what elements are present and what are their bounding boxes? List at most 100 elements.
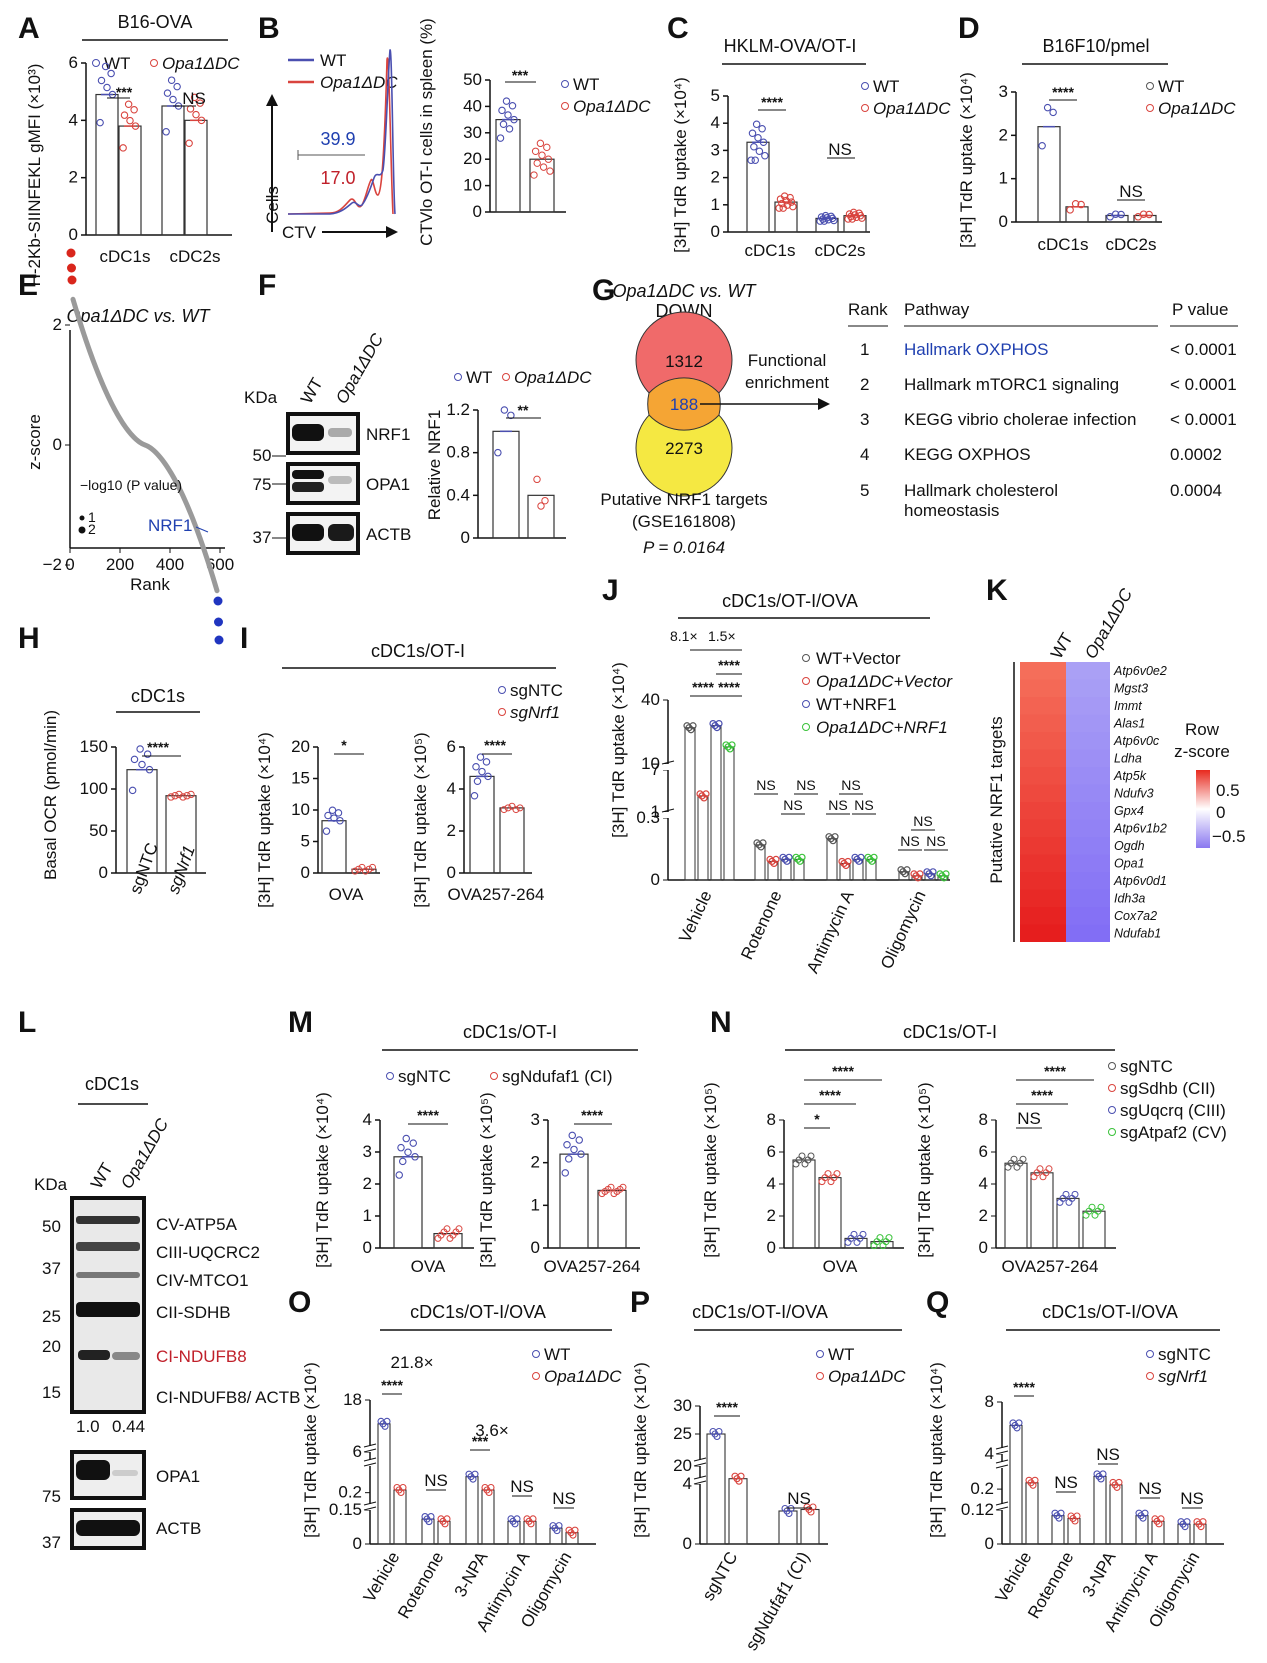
panel-j-ns: NS	[828, 797, 847, 813]
panel-label-f: F	[258, 269, 276, 302]
panel-q-point	[1183, 1518, 1191, 1526]
panel-m-sig-2: ****	[581, 1107, 603, 1123]
panel-i-pep-point	[508, 802, 516, 810]
panel-i-pep-point	[472, 762, 480, 771]
panel-g-row-p: < 0.0001	[1170, 410, 1237, 429]
panel-a-point	[173, 82, 181, 91]
panel-j-bar	[697, 795, 709, 881]
panel-l-marker-7: 37	[42, 1533, 61, 1552]
panel-j-point	[726, 745, 734, 753]
panel-i-sig-1: *	[341, 737, 347, 753]
panel-c-point	[752, 120, 761, 129]
panel-f-band-actb: ACTB	[366, 525, 411, 544]
panel-q-ytick: 0.12	[961, 1500, 994, 1519]
panel-m-legend-2: sgNdufaf1 (CI)	[502, 1067, 613, 1086]
panel-n-pep-point	[1019, 1155, 1027, 1163]
panel-q-point	[1157, 1515, 1165, 1523]
panel-label-i: I	[240, 622, 248, 655]
panel-b-point	[496, 134, 505, 142]
panel-n-pep-point	[1097, 1203, 1105, 1211]
panel-n-sig: ****	[1031, 1087, 1053, 1103]
panel-q-point	[1015, 1419, 1023, 1427]
panel-q-legend-1: sgNTC	[1158, 1345, 1211, 1364]
panel-j-point	[781, 855, 789, 863]
panel-a-point	[196, 99, 204, 107]
panel-k-scale-tick-2: 0	[1216, 803, 1225, 822]
panel-l-marker-1: 50	[42, 1217, 61, 1236]
panel-h-point	[143, 750, 152, 758]
panel-k-cell-wt	[1020, 697, 1066, 715]
panel-e-curve	[70, 296, 220, 594]
panel-k-gene: Cox7a2	[1114, 909, 1157, 923]
panel-m-pep-ytick: 2	[531, 1153, 540, 1172]
panel-n-pep-point	[1088, 1203, 1096, 1211]
panel-o-point	[513, 1515, 521, 1523]
panel-n-ova-ytick: 4	[767, 1174, 776, 1193]
panel-d-ytick: 0	[999, 212, 1008, 231]
panel-c-point	[750, 142, 758, 151]
panel-q-point	[1073, 1512, 1081, 1520]
panel-o-fold-1: 21.8×	[390, 1353, 433, 1372]
panel-j-ytick: 40	[641, 690, 660, 709]
panel-g-row-pathway: Hallmark cholesterol	[904, 481, 1058, 500]
panel-p-title: cDC1s/OT-I/OVA	[692, 1302, 828, 1322]
panel-b-bar	[495, 118, 521, 213]
panel-j-point	[853, 855, 861, 863]
panel-j-point	[711, 721, 719, 730]
panel-j-point	[796, 857, 804, 865]
panel-o-fold-2: 3.6×	[475, 1421, 509, 1440]
panel-a-point	[96, 118, 104, 127]
panel-i-pep-point	[512, 806, 520, 814]
panel-c-point	[824, 216, 833, 224]
panel-b-point	[543, 143, 551, 152]
panel-a-point	[119, 144, 127, 152]
panel-p-ytick: 30	[673, 1396, 692, 1415]
panel-c-point	[848, 215, 856, 223]
panel-k-scale-title-2: z-score	[1174, 742, 1230, 761]
panel-m-pep-ytick: 3	[531, 1110, 540, 1129]
panel-a-bar	[184, 119, 208, 236]
panel-j-ytick: 1	[651, 802, 660, 821]
panel-g: G Opa1ΔDC vs. WT DOWN 1312 188 2273 Func…	[592, 274, 1238, 557]
panel-k-gene: Ldha	[1114, 752, 1142, 766]
panel-label-p: P	[630, 1286, 650, 1319]
panel-b-point	[539, 163, 548, 171]
panel-label-m: M	[288, 1006, 313, 1039]
panel-f-ytick: 0.4	[446, 485, 470, 504]
panel-n-ova-ytick: 8	[767, 1110, 776, 1129]
panel-j-bar	[793, 858, 805, 881]
panel-c-point	[755, 147, 764, 155]
panel-j-bar	[826, 838, 838, 881]
panel-h-point	[175, 790, 183, 799]
panel-j-point	[912, 872, 920, 880]
panel-k-gene: Ndufab1	[1114, 927, 1161, 941]
panel-a-point	[126, 116, 134, 125]
panel-j-point	[870, 853, 878, 861]
panel-o-ytick: 0.2	[338, 1483, 362, 1502]
panel-i-ova-point	[365, 865, 373, 873]
panel-n-ova-point	[792, 1160, 800, 1168]
panel-d-sig-2: NS	[1119, 182, 1143, 201]
panel-l-band-2: CIII-UQCRC2	[156, 1243, 260, 1262]
panel-j-fold-2: 1.5×	[708, 628, 736, 644]
panel-n-ova-point	[824, 1170, 832, 1178]
panel-l-kda: KDa	[34, 1175, 68, 1194]
panel-n-ova-point	[827, 1178, 835, 1186]
panel-m-ova-point	[443, 1225, 451, 1233]
panel-n-pep-point	[1004, 1163, 1012, 1171]
panel-i-ylabel-2: [3H] TdR uptake (×10⁵)	[411, 732, 430, 907]
panel-m-ova-ytick: 0	[363, 1238, 372, 1257]
panel-k-cell-wt	[1020, 732, 1066, 750]
panel-h-point	[179, 793, 187, 801]
panel-o-ytick: 6	[353, 1442, 362, 1461]
panel-d-group-2: cDC2s	[1105, 235, 1156, 254]
panel-m-ova-point	[402, 1134, 410, 1143]
panel-i-pep-point	[484, 772, 492, 781]
panel-m-pep-ytick: 0	[531, 1238, 540, 1257]
panel-p-legend-2: Opa1ΔDC	[828, 1367, 906, 1386]
panel-b-sig: ***	[512, 67, 529, 83]
panel-j-point	[772, 855, 780, 864]
